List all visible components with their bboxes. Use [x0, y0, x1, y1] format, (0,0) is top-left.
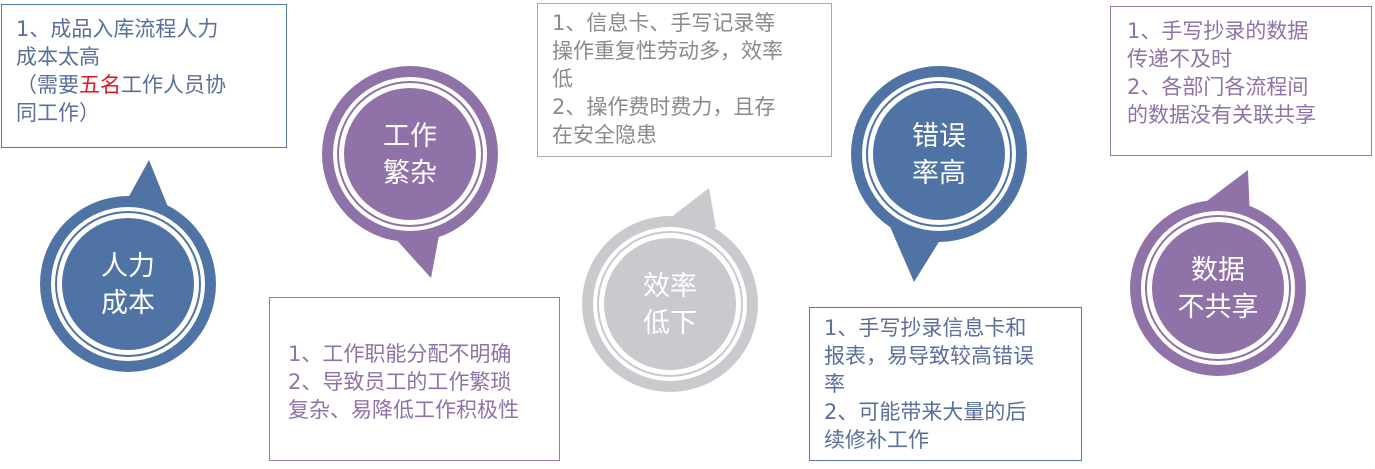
- pin-complex-inner: [344, 88, 476, 220]
- circle-label-complex: 工作 繁杂: [383, 121, 437, 189]
- box-manpower: 1、成品入库流程人力 成本太高 （需要五名工作人员协 同工作）: [1, 4, 287, 148]
- box-efficiency: 1、信息卡、手写记录等 操作重复性劳动多，效率 低 2、操作费时费力，且存 在安…: [537, 3, 832, 157]
- box-manpower-highlight: 五名: [79, 73, 121, 97]
- circle-label-efficiency: 效率 低下: [643, 271, 697, 339]
- pin-error: [851, 66, 1027, 282]
- box-manpower-text: 1、成品入库流程人力 成本太高 （需要: [16, 17, 219, 97]
- pin-manpower: [40, 160, 216, 372]
- pin-efficiency-inner: [604, 238, 736, 370]
- pin-error-inner: [873, 88, 1005, 220]
- pin-complex: [322, 66, 498, 278]
- pin-sharing: [1130, 170, 1306, 376]
- circle-label-error: 错误 率高: [912, 121, 966, 189]
- box-complex: 1、工作职能分配不明确 2、导致员工的工作繁琐 复杂、易降低工作积极性: [269, 297, 560, 461]
- pin-efficiency: [582, 188, 758, 392]
- circle-label-manpower: 人力 成本: [101, 251, 155, 319]
- circle-label-sharing: 数据 不共享: [1177, 255, 1259, 323]
- box-error: 1、手写抄录信息卡和 报表，易导致较高错误 率 2、可能带来大量的后 续修补工作: [809, 307, 1082, 461]
- pin-manpower-inner: [62, 218, 194, 350]
- pin-sharing-inner: [1152, 222, 1284, 354]
- box-manpower-text-end: 工作人员协 同工作）: [16, 73, 226, 125]
- box-sharing: 1、手写抄录的数据 传递不及时 2、各部门各流程间 的数据没有关联共享: [1110, 6, 1372, 156]
